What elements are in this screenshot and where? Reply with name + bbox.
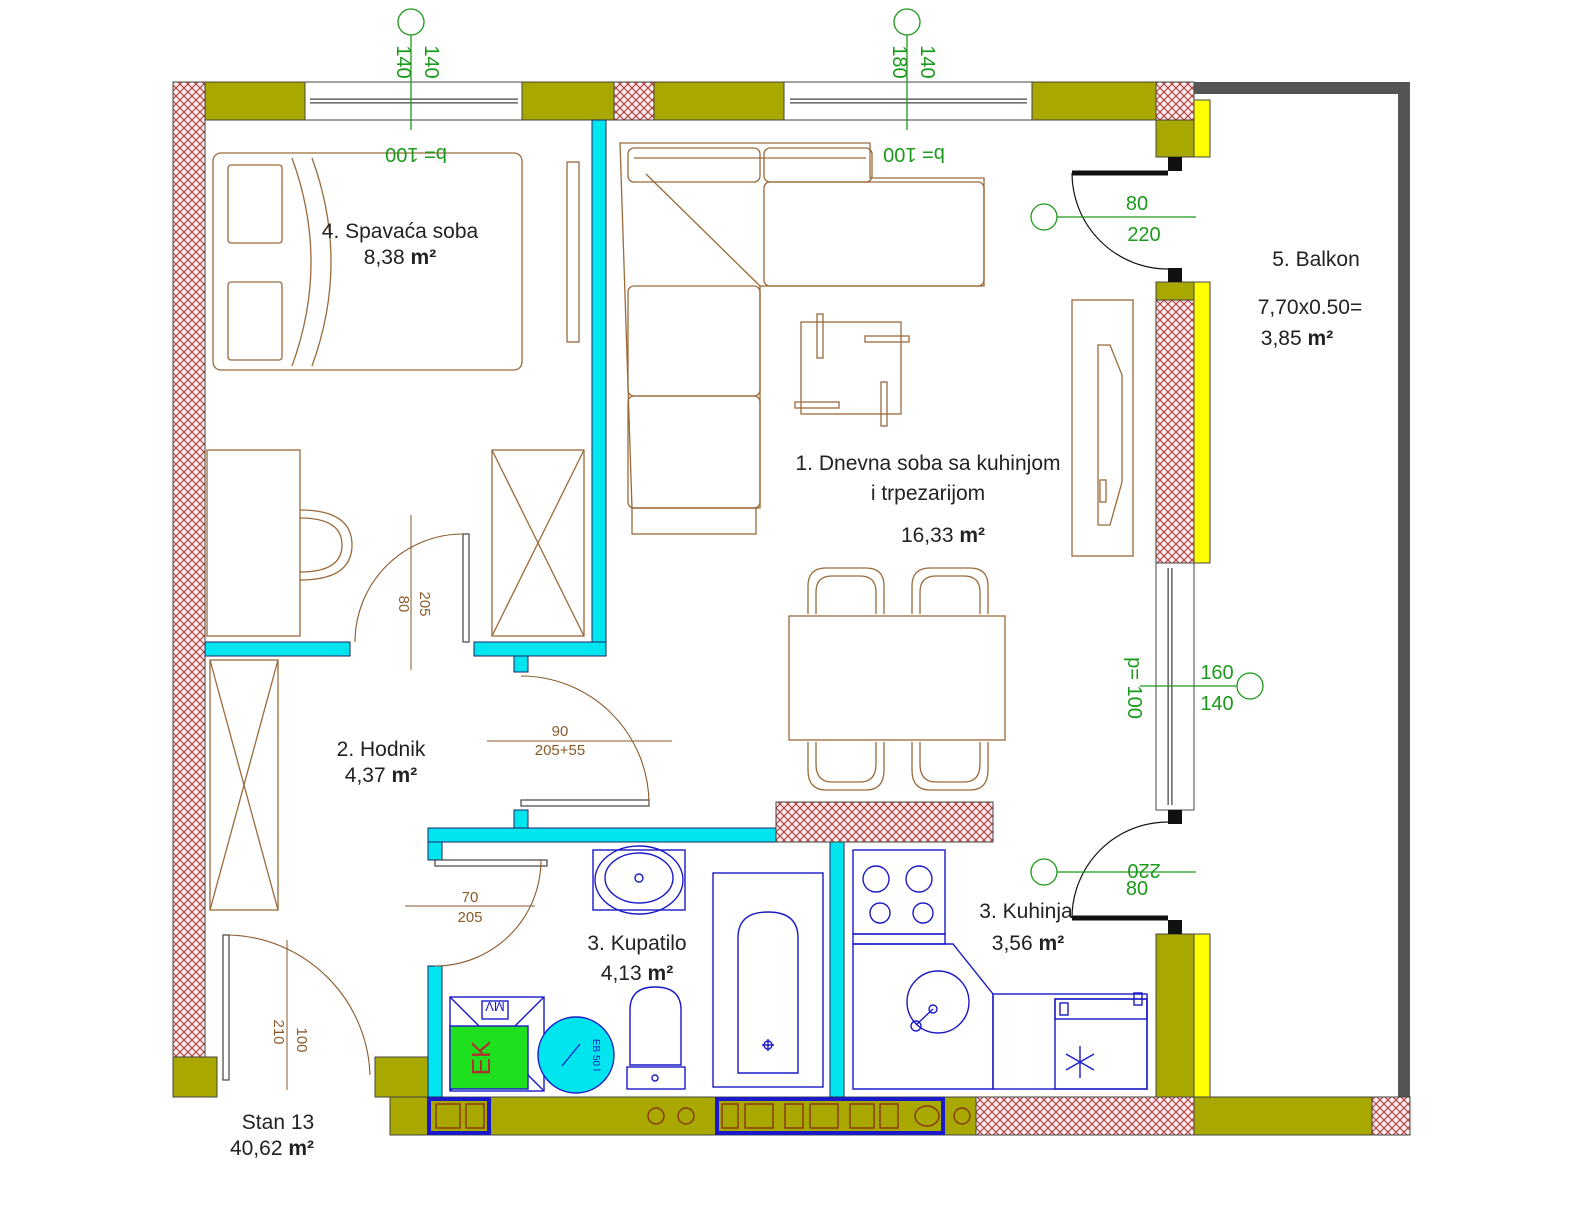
door-entrance-height: 210 bbox=[270, 1019, 287, 1044]
boiler-label: EK bbox=[466, 1040, 496, 1075]
door-bathroom-width: 70 bbox=[462, 889, 479, 906]
stove bbox=[852, 849, 946, 945]
window-top-right-sill: b= 100 bbox=[883, 143, 945, 165]
bedroom-door bbox=[462, 533, 470, 643]
kitchen-counter bbox=[852, 943, 994, 1090]
bathroom-area: 4,13 m² bbox=[601, 962, 673, 985]
dining-table bbox=[788, 615, 1006, 741]
washbasin bbox=[592, 845, 686, 915]
room-labels: 4. Spavaća soba 8,38 m² 1. Dnevna soba s… bbox=[230, 220, 1362, 1160]
electric-boiler bbox=[449, 1025, 529, 1090]
dimension-markers: 140 140 b= 100 180 140 b= 100 80 220 160… bbox=[385, 8, 1264, 900]
desk-chair bbox=[299, 509, 353, 581]
entrance-door bbox=[222, 934, 230, 1081]
balcony-label: 5. Balkon bbox=[1272, 248, 1360, 271]
living-room-area: 16,33 m² bbox=[901, 524, 985, 547]
window-top-left-width: 140 bbox=[420, 45, 442, 78]
coffee-table bbox=[794, 313, 910, 427]
door-bathroom-height: 205 bbox=[457, 909, 482, 926]
dining-chairs bbox=[807, 567, 989, 791]
living-room-label-line2: i trpezarijom bbox=[871, 482, 985, 505]
balcony-door-bottom-height: 220 bbox=[1127, 859, 1160, 881]
window-top-left-sill: b= 100 bbox=[385, 143, 447, 165]
top-concrete-wall bbox=[653, 81, 785, 121]
balcony-door-top-height: 220 bbox=[1127, 224, 1160, 246]
furniture bbox=[206, 142, 1134, 911]
window-right-width: 160 bbox=[1200, 662, 1233, 684]
refrigerator bbox=[1054, 992, 1148, 1090]
door-bedroom-width: 80 bbox=[395, 596, 412, 613]
doors bbox=[222, 170, 1169, 1081]
water-heater-label: EB 50 l bbox=[590, 1039, 601, 1071]
corner-sofa bbox=[619, 142, 985, 535]
bedroom-area: 8,38 m² bbox=[364, 246, 436, 269]
door-entrance-width: 100 bbox=[293, 1027, 310, 1052]
bedroom-label: 4. Spavaća soba bbox=[322, 220, 479, 243]
window-top-right-height: 180 bbox=[888, 45, 910, 78]
window-right-sill: p= 100 bbox=[1123, 657, 1145, 719]
installation-shafts bbox=[427, 1097, 971, 1135]
water-heater bbox=[537, 1016, 615, 1094]
bathroom-label: 3. Kupatilo bbox=[587, 932, 686, 955]
door-dimensions: 80 205 90 205+55 70 205 210 100 bbox=[270, 515, 672, 1090]
apartment-area: 40,62 m² bbox=[230, 1137, 314, 1160]
bedroom-shelf bbox=[566, 161, 580, 343]
top-concrete-wall bbox=[1031, 81, 1157, 121]
window-right-height: 140 bbox=[1200, 693, 1233, 715]
kitchen-label: 3. Kuhinja bbox=[979, 900, 1073, 923]
insulation bbox=[1193, 281, 1211, 564]
living-room-door bbox=[520, 799, 650, 807]
window-top-left-height: 140 bbox=[392, 45, 414, 78]
top-concrete-wall bbox=[521, 81, 615, 121]
door-living-width: 90 bbox=[552, 723, 569, 740]
balcony-door-top-width: 80 bbox=[1126, 193, 1148, 215]
toilet bbox=[626, 986, 686, 1090]
right-brick-wall bbox=[1155, 299, 1195, 564]
apartment-label: Stan 13 bbox=[242, 1111, 314, 1134]
insulation bbox=[1193, 99, 1211, 158]
hallway-label: 2. Hodnik bbox=[337, 738, 426, 761]
balcony-door-bottom-width: 80 bbox=[1126, 878, 1148, 900]
kitchen-area: 3,56 m² bbox=[992, 932, 1064, 955]
balcony-railing bbox=[1194, 82, 1410, 1097]
left-brick-wall bbox=[172, 81, 206, 1098]
door-living-height: 205+55 bbox=[535, 742, 585, 759]
hallway-area: 4,37 m² bbox=[345, 764, 417, 787]
double-bed bbox=[212, 152, 523, 371]
kitchen-counter-right bbox=[992, 993, 1148, 1090]
bottom-brick-wall bbox=[975, 1096, 1195, 1136]
balcony-area-formula: 7,70x0.50= bbox=[1258, 296, 1363, 319]
desk bbox=[206, 449, 301, 637]
top-brick-wall bbox=[1155, 81, 1195, 121]
hallway-wardrobe bbox=[209, 659, 279, 911]
living-room-label-line1: 1. Dnevna soba sa kuhinjom bbox=[796, 452, 1061, 475]
kitchen-brick-partition bbox=[775, 801, 994, 843]
snowflake-icon bbox=[1065, 1046, 1095, 1078]
top-concrete-wall bbox=[204, 81, 306, 121]
bathroom-door bbox=[434, 859, 548, 867]
window-top-right-width: 140 bbox=[916, 45, 938, 78]
wardrobe bbox=[491, 449, 585, 637]
interior-partitions bbox=[204, 119, 845, 1098]
exterior-walls bbox=[172, 81, 1411, 1136]
kitchen-sink bbox=[906, 970, 970, 1034]
balcony-area: 3,85 m² bbox=[1261, 327, 1333, 350]
top-brick-wall bbox=[613, 81, 655, 121]
bathtub bbox=[712, 872, 824, 1088]
washing-machine-label: MV bbox=[485, 999, 505, 1014]
door-bedroom-height: 205 bbox=[416, 591, 433, 616]
sanitary-fixtures bbox=[449, 845, 1148, 1092]
insulation bbox=[1193, 933, 1211, 1098]
tv-cabinet bbox=[1071, 299, 1134, 557]
